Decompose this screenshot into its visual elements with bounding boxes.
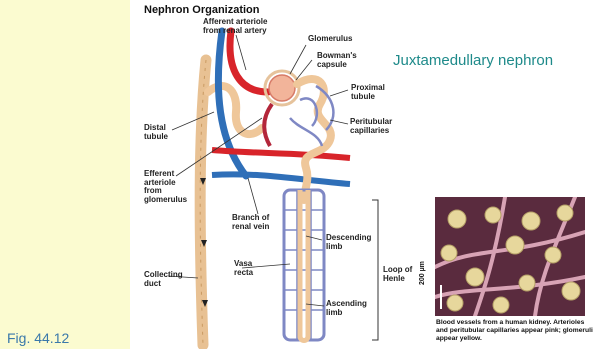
label-proximal-tubule: Proximal tubule (351, 84, 385, 101)
loop-bracket (372, 200, 378, 340)
micrograph-caption: Blood vessels from a human kidney. Arter… (436, 319, 598, 342)
kidney-micrograph (435, 197, 585, 316)
label-descending-limb: Descending limb (326, 234, 371, 251)
label-bowmans-capsule: Bowman's capsule (317, 52, 357, 69)
label-renal-vein: Branch of renal vein (232, 214, 269, 231)
label-peritubular-capillaries: Peritubular capillaries (350, 118, 392, 135)
efferent-arteriole (264, 104, 272, 146)
label-ascending-limb: Ascending limb (326, 300, 367, 317)
vasa-recta (284, 190, 324, 340)
label-distal-tubule: Distal tubule (144, 124, 168, 141)
label-loop-of-henle: Loop of Henle (383, 266, 412, 283)
label-efferent-arteriole: Efferent arteriole from glomerulus (144, 170, 187, 204)
label-glomerulus: Glomerulus (308, 35, 352, 44)
label-afferent-arteriole: Afferent arteriole from renal artery (203, 18, 267, 35)
loop-of-henle (300, 190, 308, 341)
afferent-arteriole (230, 31, 268, 92)
label-vasa-recta: Vasa recta (234, 260, 253, 277)
scale-bar-label: 200 µm (419, 261, 426, 285)
glomerulus (269, 75, 295, 101)
label-collecting-duct: Collecting duct (144, 271, 183, 288)
